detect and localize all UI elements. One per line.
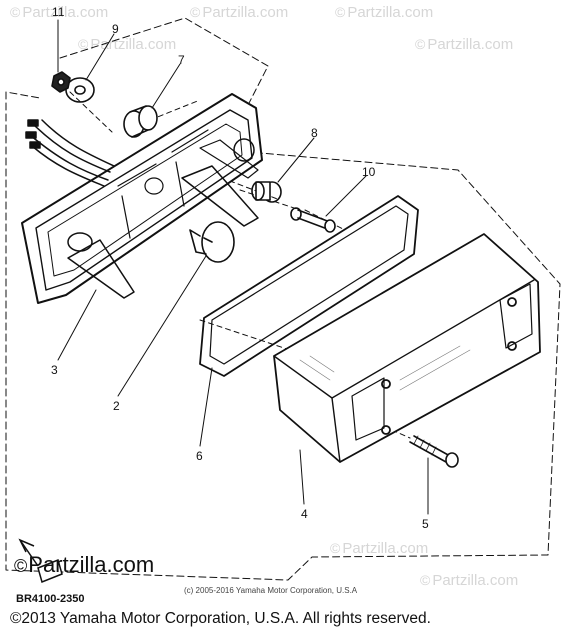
fwd-arrow-icon: [18, 538, 63, 584]
washer: [65, 77, 95, 103]
small-copyright: (c) 2005-2016 Yamaha Motor Corporation, …: [184, 586, 358, 595]
copyright-footer: ©2013 Yamaha Motor Corporation, U.S.A. A…: [10, 610, 431, 627]
grommet: [123, 105, 158, 138]
callout-6: 6: [196, 449, 203, 463]
callout-2: 2: [113, 399, 120, 413]
watermark: ©Partzilla.com: [10, 4, 109, 21]
assembly-boundary: [5, 17, 561, 581]
callout-9: 9: [112, 22, 119, 36]
watermark: ©Partzilla.com: [78, 36, 177, 53]
callout-3: 3: [51, 363, 58, 377]
callout-11: 11: [52, 5, 65, 19]
bulb: [189, 221, 235, 263]
watermark: ©Partzilla.com: [420, 572, 519, 589]
gasket: [199, 195, 419, 377]
spacer: [251, 181, 282, 203]
lamp-housing: [21, 93, 263, 304]
watermark: ©Partzilla.com: [415, 36, 514, 53]
callout-4: 4: [301, 507, 308, 521]
watermark: ©Partzilla.com: [330, 540, 429, 557]
diagram-code: BR4100-2350: [16, 593, 85, 605]
leader-lines: [57, 19, 429, 515]
screw-10: [290, 207, 336, 233]
callout-10: 10: [362, 165, 376, 179]
partzilla-logo: ©Partzilla.com: [14, 552, 155, 577]
callout-7: 7: [178, 53, 185, 67]
watermark: ©Partzilla.com: [190, 4, 289, 21]
callout-8: 8: [311, 126, 318, 140]
nut: [51, 71, 71, 93]
screw-5: [409, 435, 459, 468]
wire-harness: [25, 119, 115, 187]
lens: [273, 233, 541, 463]
watermark: ©Partzilla.com: [335, 4, 434, 21]
callout-5: 5: [422, 517, 429, 531]
